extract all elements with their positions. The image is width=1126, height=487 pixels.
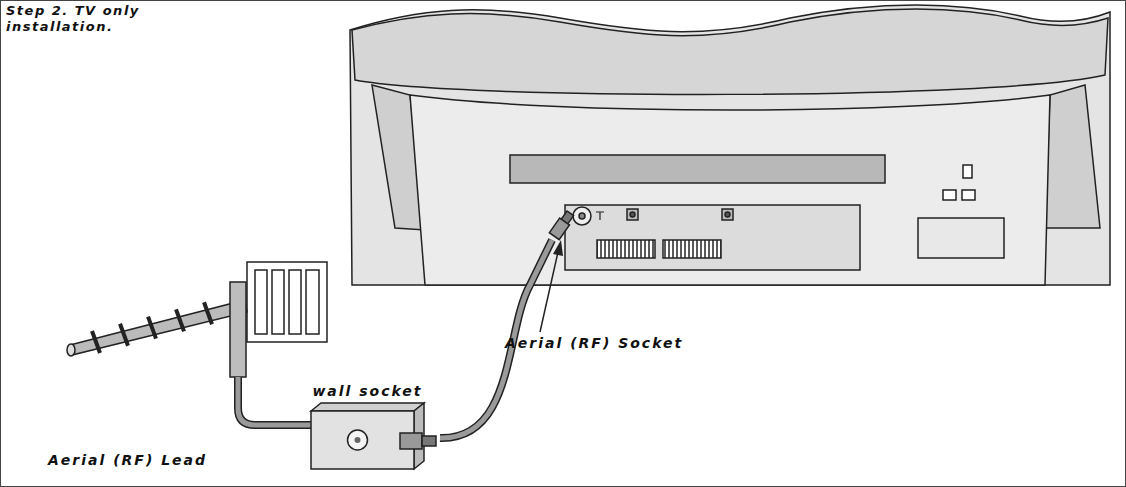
socket-label: wall socket (305, 383, 430, 399)
rf-plug (549, 210, 575, 240)
lead-label: Aerial (RF) Lead (48, 452, 207, 468)
socket-box (305, 403, 450, 478)
wall-socket: wall socket (305, 383, 430, 399)
aerial (67, 262, 327, 377)
socket-label: Aerial (RF) Socket (505, 335, 683, 351)
aerial-lead (238, 377, 312, 425)
title: Step 2. TV only installation. (6, 3, 226, 35)
tv-rear (350, 5, 1110, 285)
leader-arrow (553, 240, 563, 256)
leader-line (540, 252, 558, 332)
